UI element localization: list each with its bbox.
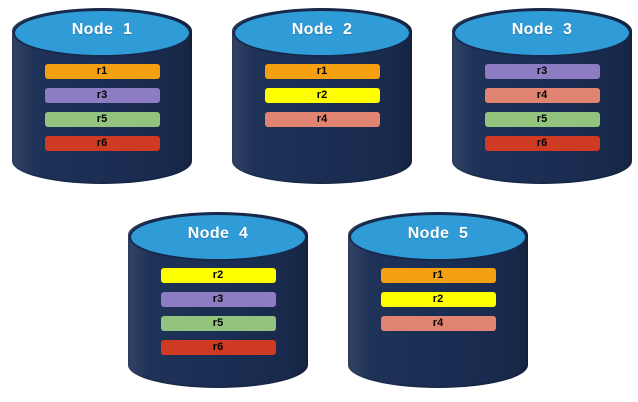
replica-bar: r2 xyxy=(160,268,276,283)
node-label: Node 4 xyxy=(187,225,249,242)
replica-bar: r4 xyxy=(484,88,600,103)
replica-bar: r2 xyxy=(264,88,380,103)
replica-bar: r4 xyxy=(380,316,496,331)
database-node: Node 1 r1 r3 r5 r6 xyxy=(12,8,192,184)
replica-bar: r5 xyxy=(484,112,600,127)
node-label: Node 2 xyxy=(291,21,353,38)
node-cylinder-top xyxy=(233,9,411,57)
replica-bar: r5 xyxy=(44,112,160,127)
replica-bar: r3 xyxy=(44,88,160,103)
replica-list: r1 r3 r5 r6 xyxy=(12,64,192,151)
replica-bar: r2 xyxy=(380,292,496,307)
replica-list: r1 r2 r4 xyxy=(232,64,412,127)
replica-bar: r1 xyxy=(380,268,496,283)
node-cylinder-top xyxy=(13,9,191,57)
replica-bar: r5 xyxy=(160,316,276,331)
node-cylinder-top xyxy=(349,213,527,261)
database-node: Node 4 r2 r3 r5 r6 xyxy=(128,212,308,388)
node-cylinder-top xyxy=(129,213,307,261)
replica-list: r3 r4 r5 r6 xyxy=(452,64,632,151)
replica-bar: r3 xyxy=(484,64,600,79)
replica-list: r1 r2 r4 xyxy=(348,268,528,331)
replica-bar: r3 xyxy=(160,292,276,307)
node-cylinder-top xyxy=(453,9,631,57)
replica-bar: r4 xyxy=(264,112,380,127)
database-node: Node 2 r1 r2 r4 xyxy=(232,8,412,184)
replica-bar: r1 xyxy=(264,64,380,79)
replica-bar: r6 xyxy=(44,136,160,151)
replica-bar: r6 xyxy=(160,340,276,355)
replica-bar: r1 xyxy=(44,64,160,79)
replica-list: r2 r3 r5 r6 xyxy=(128,268,308,355)
replica-bar: r6 xyxy=(484,136,600,151)
node-label: Node 5 xyxy=(407,225,469,242)
node-label: Node 1 xyxy=(71,21,133,38)
node-label: Node 3 xyxy=(511,21,573,38)
database-node: Node 5 r1 r2 r4 xyxy=(348,212,528,388)
database-node: Node 3 r3 r4 r5 r6 xyxy=(452,8,632,184)
